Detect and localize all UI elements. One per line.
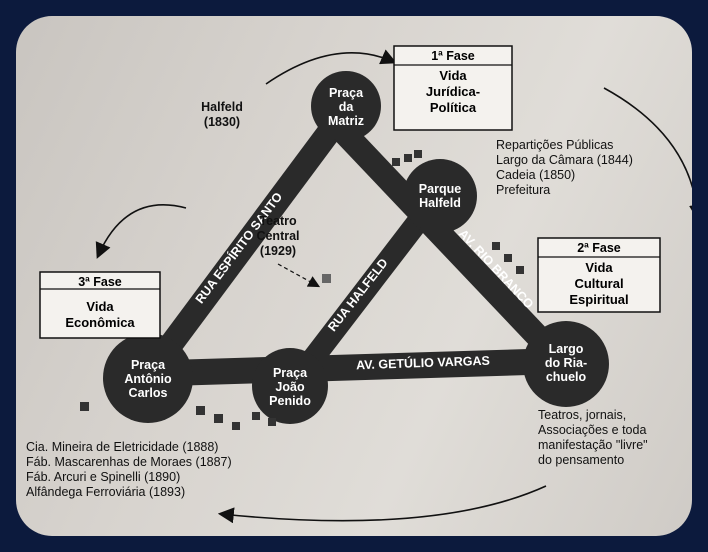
phase2-box <box>537 237 661 313</box>
arrow-bottom-curve <box>217 485 547 524</box>
label-industrias: Cia. Mineira de Eletricidade (1888)Fáb. … <box>26 440 232 499</box>
road-rio-branco <box>327 115 570 370</box>
label-halfeld-year: Halfeld(1830) <box>201 100 243 129</box>
arrow-halfeld-to-phase1 <box>265 49 397 85</box>
node-largo-riachuelo <box>523 321 609 407</box>
phase3-title: 3ª Fase <box>78 275 122 289</box>
node-praca-matriz <box>311 71 381 141</box>
phase2-title: 2ª Fase <box>577 241 621 255</box>
road-getulio-vargas <box>135 348 562 387</box>
label-teatros-jornais: Teatros, jornais,Associações e toda mani… <box>538 408 648 467</box>
arrow-phase1-to-phase2 <box>603 87 692 222</box>
diagram-graphics <box>39 45 692 524</box>
phase1-title: 1ª Fase <box>431 49 475 63</box>
node-praca-antonio-carlos <box>103 333 193 423</box>
node-praca-joao-penido <box>252 348 328 424</box>
road-espirito-santo <box>136 108 351 386</box>
phase3-box <box>39 271 161 339</box>
phase1-box <box>393 45 513 131</box>
node-parque-halfeld <box>403 159 477 233</box>
arrow-left-curve <box>95 204 187 259</box>
building-markers <box>80 150 524 430</box>
arrow-teatro <box>277 263 321 288</box>
